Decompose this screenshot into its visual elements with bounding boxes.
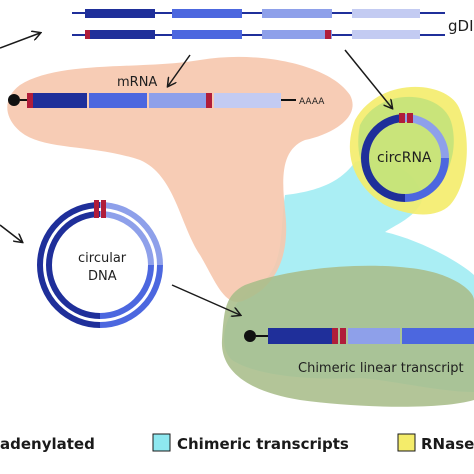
arrow-to-circular-dna (0, 224, 22, 242)
mrna-transcript (8, 93, 296, 108)
circular-dna-rings (37, 200, 163, 328)
chimeric-linear-label: Chimeric linear transcript (298, 361, 464, 376)
circrna-label: circRNA (377, 150, 432, 166)
legend-chimeric-text: Chimeric transcripts (177, 435, 349, 453)
legend: adenylated Chimeric transcripts RNase (0, 433, 474, 453)
circular-dna-label-line2: DNA (88, 269, 117, 284)
legend-chimeric-swatch (152, 433, 171, 452)
mrna-label: mRNA (117, 75, 157, 90)
arrow-gdna-to-circrna (344, 49, 392, 108)
arrow-circular-dna-to-chimeric (171, 284, 240, 315)
arrow-to-gdna (0, 33, 40, 49)
chimeric-linear-transcript (244, 328, 474, 344)
arrow-gdna-to-mrna (168, 54, 191, 86)
polyadenylated-salmon-region (7, 56, 353, 302)
legend-rnase-text: RNase (421, 435, 474, 453)
polya-tail-label: AAAA (299, 97, 325, 107)
circrna-ring (361, 113, 449, 202)
circular-dna-label-line1: circular (78, 251, 127, 266)
chimeric-linear-green-region (221, 265, 474, 407)
gdna-strand (72, 9, 445, 39)
gdna-label: gDI (448, 17, 474, 35)
legend-rnase-swatch (397, 433, 416, 452)
legend-polyadenylated-text: adenylated (0, 435, 95, 453)
